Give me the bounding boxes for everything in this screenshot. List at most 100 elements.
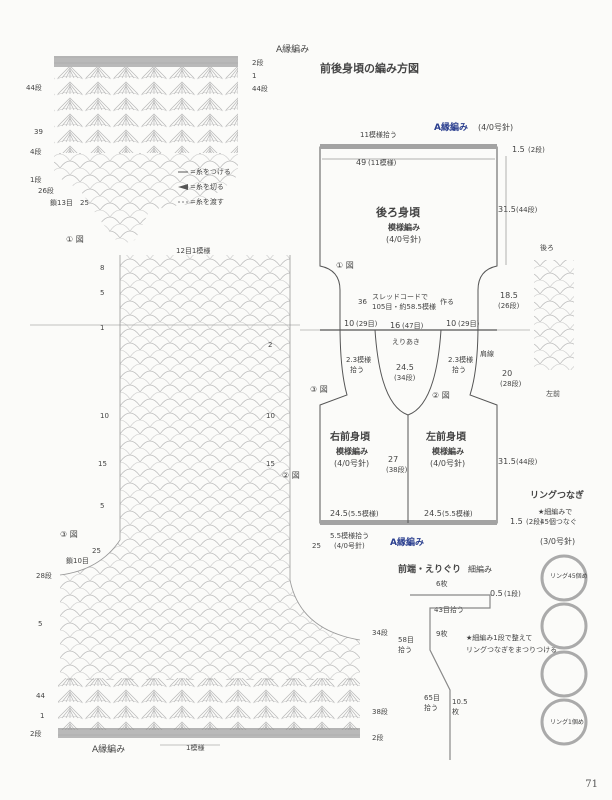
left-front-needle: (4/0号針) [430, 458, 465, 468]
schematic-edge-band: 1.5 [512, 145, 525, 154]
shoulder-rows: (26段) [498, 301, 520, 310]
left-arm-rows: (29目) [356, 320, 378, 328]
chart-top-band [54, 56, 238, 67]
chart-bottom-band [58, 728, 360, 738]
front-edge-note-2: リングつなぎをまつりつける [466, 645, 557, 654]
side-len: 20 [502, 369, 512, 378]
chart-row-44: 44段 [252, 84, 268, 93]
chart-chain-13: 鎖13目 [50, 198, 73, 207]
back-needle: (4/0号針) [386, 234, 421, 244]
chart-side-row-15: 15 [98, 460, 107, 468]
chart-side-row-5: 5 [100, 289, 104, 297]
thread-cord-1: スレッドコードで [372, 293, 428, 301]
chart-side-row-44: 44 [36, 692, 45, 700]
chart-side-row-5b: 5 [100, 502, 104, 510]
chart-side-row-34: 34段 [372, 628, 388, 637]
bottom-width-right-patterns: (5.5模様) [442, 509, 473, 518]
front-edge-pick-65b: 拾う [424, 703, 438, 712]
schematic-width-top-patterns: (11模様) [368, 158, 397, 167]
right-arm: 10 [446, 319, 456, 328]
front-edge-pick-43: 43目拾う [434, 605, 464, 614]
chart-side-row-8: 8 [100, 264, 104, 272]
ring-45 [540, 554, 588, 602]
schematic-width-top: 49 [356, 158, 366, 167]
ring-44 [540, 602, 588, 650]
chart-side-row-2b: 2段 [30, 729, 41, 738]
ring-note-1: ★細編みで [538, 507, 572, 516]
chart-side-row-5c: 5 [38, 620, 42, 628]
chart-side-row-25b: 25 [312, 542, 321, 550]
chart-side-row-1: 1 [100, 324, 104, 332]
bottom-pick: 5.5模様拾う [330, 531, 369, 540]
schematic-top-edge: A縁編み [434, 121, 468, 133]
left-crochet-chart: A縁編み 2段 1 44段 44段 39 4段 1段 26段 25 鎖13目 =… [26, 43, 388, 755]
shoulder-side-chart [534, 260, 574, 370]
page-number: 71 [585, 779, 598, 790]
ring-note-2: 45個つなぐ [540, 517, 577, 526]
back-name: 後ろ身頃 [376, 205, 421, 219]
schematic-edge-band-rows: (2段) [528, 145, 545, 154]
bottom-needle: (4/0号針) [334, 541, 365, 550]
ring-join-detail: リングつなぎ ★細編みで 45個つなぐ (3/0号針) リング45個め リング1… [530, 489, 588, 746]
schematic-top-needle: (4/0号針) [478, 122, 513, 132]
chart-left-row-1: 1段 [30, 175, 41, 184]
front-center-rows: (38段) [386, 465, 408, 474]
schematic-top-pick: 11模様拾う [360, 130, 397, 139]
ring-needle: (3/0号針) [540, 536, 575, 546]
left-arm: 10 [344, 319, 354, 328]
front-edge-stitch: 細編み [468, 564, 492, 574]
pick-right-2: 拾う [452, 365, 466, 374]
right-front-name: 右前身頃 [329, 430, 371, 443]
bottom-edge-label: A縁編み [390, 536, 424, 548]
ring-1-label: リング1個め [550, 718, 584, 726]
bottom-width-left-patterns: (5.5模様) [348, 509, 379, 518]
chart-side-row-28: 28段 [36, 571, 52, 580]
chart-fig3: ③ 図 [60, 530, 78, 539]
ring-1 [540, 698, 588, 746]
chart-side-row-10: 10 [100, 412, 109, 420]
chart-left-row-4: 4段 [30, 147, 41, 156]
front-height: 31.5 [498, 457, 516, 466]
chart-upper-shaping [54, 153, 238, 245]
legend-cut: =糸を切る [190, 182, 224, 191]
side-rows: (28段) [500, 379, 522, 388]
right-front-stitch: 模様編み [336, 446, 368, 456]
chart-left-row-25: 25 [80, 199, 89, 207]
chart-fig2: ② 図 [282, 471, 300, 480]
chart-side-row-2: 2 [268, 341, 272, 349]
bottom-band: 1.5 [510, 517, 523, 526]
bottom-width-left: 24.5 [330, 509, 348, 518]
left-front-stitch: 模様編み [432, 446, 464, 456]
chart-row-2: 2段 [252, 58, 263, 67]
chart-side-row-38: 38段 [372, 707, 388, 716]
chart-top-block [54, 67, 238, 153]
chart-fig1: ① 図 [66, 235, 84, 244]
pick-right: 2.3模様 [448, 355, 473, 364]
front-edge-pick-65: 65目 [424, 694, 440, 702]
chart-main-body [60, 255, 360, 680]
thread-cord-2: 105目・約58.5模様 [372, 302, 436, 311]
chart-left-row-26: 26段 [38, 186, 54, 195]
chart-bottom-edge-label: A縁編み [92, 743, 125, 755]
side-chart-back: 後ろ [540, 243, 554, 252]
garment-schematic: 前後身頃の編み方図 11模様拾う A縁編み (4/0号針) 49 (11模様) … [300, 61, 574, 550]
front-edge-band: 0.5 [490, 589, 503, 598]
schematic-fig3: ③ 図 [310, 385, 328, 394]
pick-left-2: 拾う [350, 365, 364, 374]
chart-row-1: 1 [252, 72, 256, 80]
schematic-n36: 36 [358, 298, 367, 306]
chart-side-row-1b: 1 [40, 712, 44, 720]
front-edge-ten5: 10.5 [452, 698, 468, 706]
ring-2 [540, 650, 588, 698]
front-edge-shape [410, 594, 491, 760]
side-chart-front: 左前 [546, 389, 560, 398]
front-edge-six: 6枚 [436, 579, 447, 588]
bottom-width-right: 24.5 [424, 509, 442, 518]
chart-side-row-10b: 10 [266, 412, 275, 420]
chart-side-row-15b: 15 [266, 460, 275, 468]
chart-chain-10: 鎖10目 [66, 556, 89, 565]
chart-bottom-block [58, 678, 360, 730]
legend-pass: =糸を渡す [190, 197, 224, 206]
thread-cord-make: 作る [440, 297, 454, 306]
